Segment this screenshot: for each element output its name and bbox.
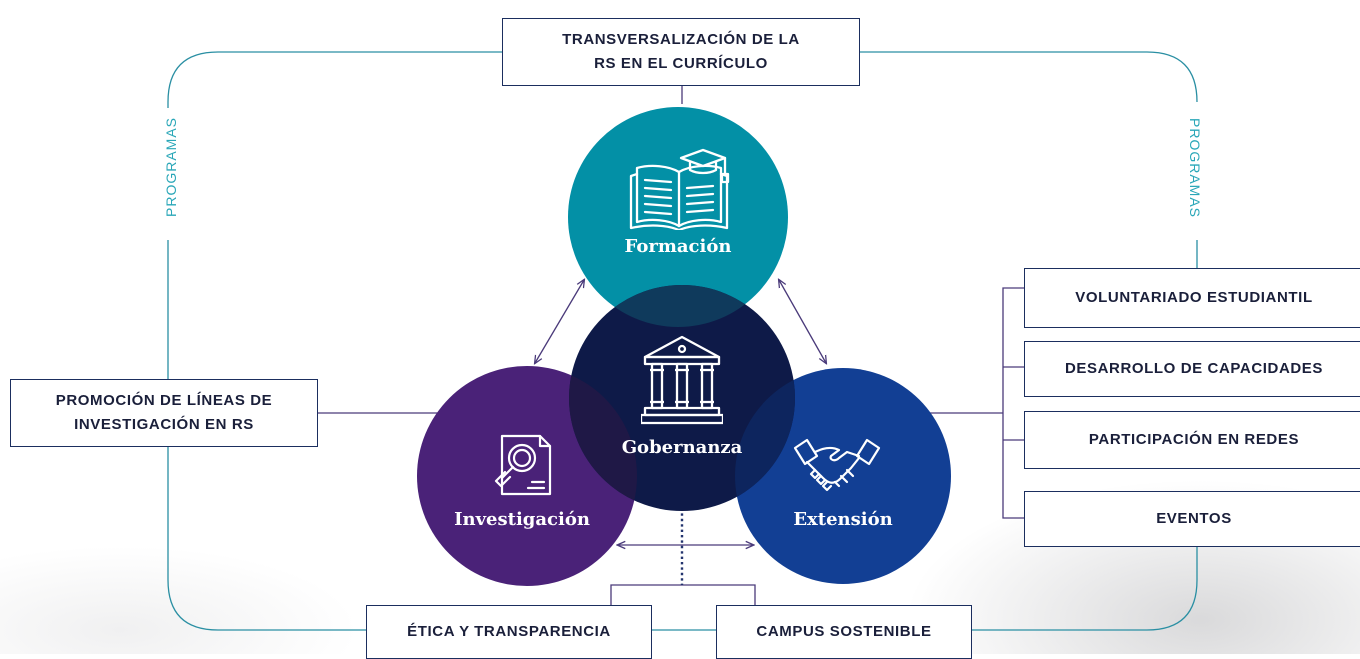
program-box-eventos: EVENTOS: [1024, 491, 1360, 547]
box-transversalizacion: TRANSVERSALIZACIÓN DE LA RS EN EL CURRÍC…: [502, 18, 860, 86]
box-promocion-line1: PROMOCIÓN DE LÍNEAS DE: [55, 392, 273, 409]
institution-building-icon: [641, 335, 723, 425]
box-campus-sostenible: CAMPUS SOSTENIBLE: [716, 605, 972, 659]
program-box-voluntariado: VOLUNTARIADO ESTUDIANTIL: [1024, 268, 1360, 328]
outer-frame: [167, 51, 1198, 631]
box-transversalizacion-line2: RS EN EL CURRÍCULO: [594, 55, 768, 72]
program-box-redes: PARTICIPACIÓN EN REDES: [1024, 411, 1360, 469]
arrow-formacion-investigacion: [535, 280, 584, 363]
investigacion-label: Investigación: [454, 509, 590, 530]
handshake-icon: [793, 438, 881, 492]
box-etica-transparencia: ÉTICA Y TRANSPARENCIA: [366, 605, 652, 659]
box-promocion-investigacion: PROMOCIÓN DE LÍNEAS DE INVESTIGACIÓN EN …: [10, 379, 318, 447]
extension-label: Extensión: [793, 509, 893, 530]
bidirectional-arrows: [535, 280, 826, 545]
box-promocion-line2: INVESTIGACIÓN EN RS: [74, 416, 254, 433]
box-transversalizacion-line1: TRANSVERSALIZACIÓN DE LA: [562, 31, 800, 48]
programas-label-left: PROGRAMAS: [163, 116, 179, 218]
document-magnifier-icon: [494, 434, 552, 496]
gobernanza-label: Gobernanza: [621, 437, 743, 458]
overlap-tints: [569, 285, 795, 511]
book-graduation-cap-icon: [629, 148, 730, 230]
programas-label-right: PROGRAMAS: [1187, 117, 1203, 219]
formacion-label: Formación: [624, 236, 732, 257]
program-box-desarrollo: DESARROLLO DE CAPACIDADES: [1024, 341, 1360, 397]
arrow-formacion-extension: [779, 280, 826, 363]
